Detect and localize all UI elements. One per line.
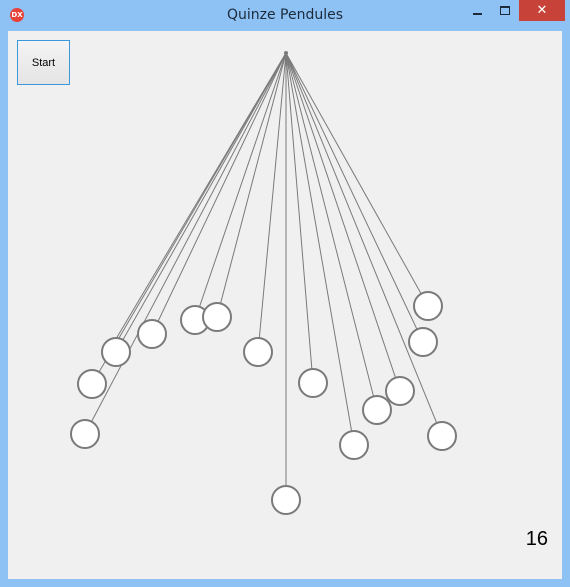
pivot-point bbox=[284, 51, 288, 55]
pendulum-string bbox=[151, 52, 287, 335]
pendulum-string bbox=[285, 52, 424, 343]
pendulum-string bbox=[285, 52, 314, 384]
pendulum-bob bbox=[101, 337, 131, 367]
minimize-button[interactable] bbox=[464, 0, 491, 21]
pendulum-string bbox=[216, 52, 287, 318]
pendulum-string bbox=[109, 52, 287, 350]
close-icon: ✕ bbox=[536, 3, 548, 18]
pendulum-string bbox=[285, 52, 443, 437]
pendulum-bob bbox=[70, 419, 100, 449]
pendulum-string bbox=[285, 52, 401, 392]
pendulum-string bbox=[115, 52, 287, 353]
pendulum-string bbox=[257, 52, 287, 353]
pendulum-bob bbox=[77, 369, 107, 399]
app-icon: DX bbox=[10, 8, 24, 22]
pendulum-bob bbox=[339, 430, 369, 460]
pendulum-string bbox=[84, 52, 287, 435]
pendulum-bob bbox=[137, 319, 167, 349]
maximize-button[interactable] bbox=[491, 0, 518, 21]
pendulum-canvas bbox=[70, 51, 457, 515]
pendulum-area: Start 16 bbox=[8, 31, 562, 579]
close-button[interactable]: ✕ bbox=[519, 0, 565, 21]
maximize-icon bbox=[499, 6, 510, 15]
pendulum-bob bbox=[271, 485, 301, 515]
window-title: Quinze Pendules bbox=[226, 7, 344, 23]
pendulum-bob bbox=[298, 368, 328, 398]
title-bar[interactable]: DX Quinze Pendules ✕ bbox=[0, 0, 570, 31]
pendulum-string bbox=[285, 52, 378, 411]
pendulum-bob bbox=[362, 395, 392, 425]
start-button[interactable]: Start bbox=[17, 40, 70, 85]
pendulum-bob bbox=[427, 421, 457, 451]
pendulum-bob bbox=[385, 376, 415, 406]
minimize-icon bbox=[473, 12, 482, 15]
pendulum-bob bbox=[202, 302, 232, 332]
pendulum-bob bbox=[243, 337, 273, 367]
pendulum-bob bbox=[413, 291, 443, 321]
pendulum-string bbox=[285, 52, 429, 307]
pendulum-bob bbox=[408, 327, 438, 357]
pendulum-counter: 16 bbox=[525, 528, 548, 550]
pendulum-string bbox=[285, 52, 355, 446]
pendulum-string bbox=[194, 52, 287, 321]
